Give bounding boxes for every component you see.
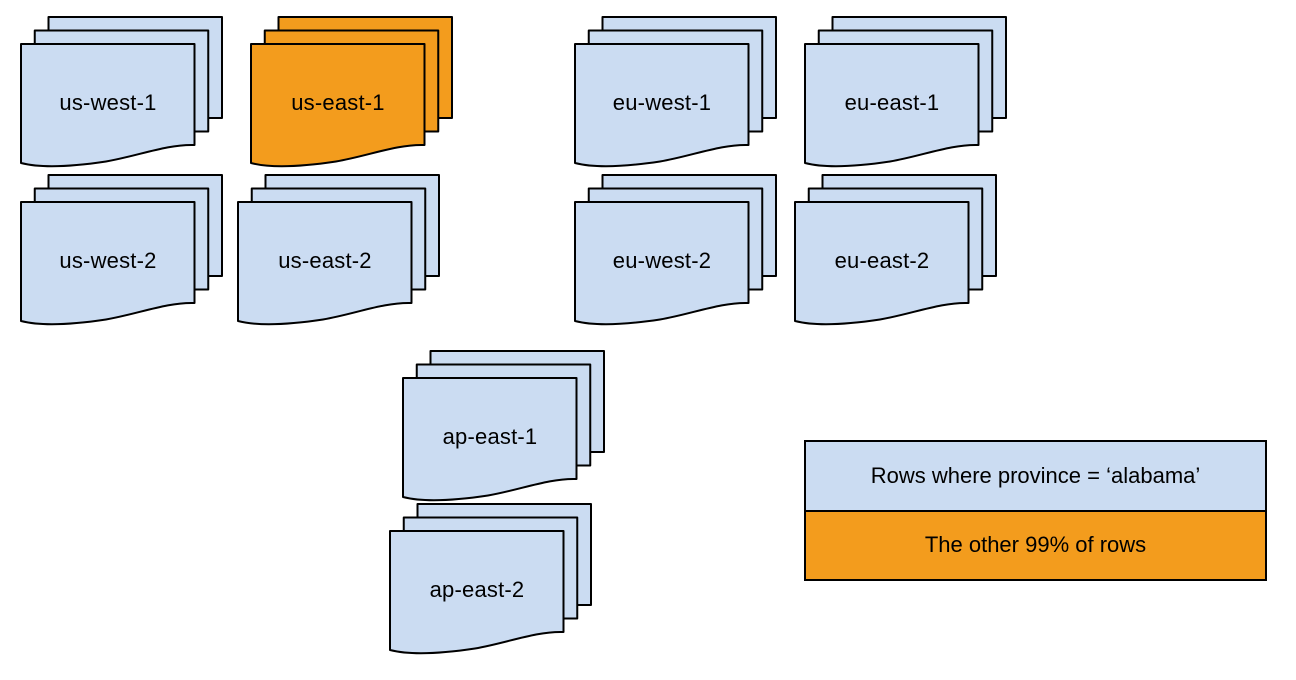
document-shape-front [574,201,750,326]
region-stack-us-west-2: us-west-2 [20,174,223,327]
region-stack-us-east-1: us-east-1 [250,16,453,169]
document-shape-front [237,201,413,326]
legend-row-label: The other 99% of rows [924,532,1147,558]
region-stack-eu-west-2: eu-west-2 [574,174,777,327]
stacked-documents-shape [574,174,777,326]
legend-row-label: Rows where province = ‘alabama’ [870,462,1201,488]
stacked-documents-shape [402,350,605,502]
document-shape-front [250,43,426,168]
stacked-documents-shape [804,16,1007,168]
region-label: eu-west-1 [612,90,712,115]
stacked-documents-shape [574,16,777,168]
document-shape-front [804,43,980,168]
region-label: us-west-1 [59,90,157,115]
region-label: us-east-2 [278,248,372,273]
region-label: eu-east-2 [834,248,930,273]
document-shape-front [794,201,970,326]
stacked-documents-shape [794,174,997,326]
region-label: eu-east-1 [844,90,940,115]
region-stack-ap-east-1: ap-east-1 [402,350,605,503]
document-shape-front [389,530,565,655]
stacked-documents-shape [20,174,223,326]
legend-row-other: The other 99% of rows [806,509,1265,579]
stacked-documents-shape [20,16,223,168]
document-shape-front [402,377,578,502]
stacked-documents-shape [250,16,453,168]
region-stack-ap-east-2: ap-east-2 [389,503,592,656]
region-label: ap-east-1 [442,424,538,449]
region-label: us-west-2 [59,248,157,273]
legend-row-alabama: Rows where province = ‘alabama’ [806,442,1265,510]
region-label: us-east-1 [291,90,385,115]
region-stack-us-west-1: us-west-1 [20,16,223,169]
region-stack-us-east-2: us-east-2 [237,174,440,327]
region-stack-eu-east-2: eu-east-2 [794,174,997,327]
document-shape-front [574,43,750,168]
region-label: ap-east-2 [429,577,525,602]
document-shape-front [20,43,196,168]
stacked-documents-shape [389,503,592,655]
document-shape-front [20,201,196,326]
region-stack-eu-west-1: eu-west-1 [574,16,777,169]
region-label: eu-west-2 [612,248,712,273]
legend: Rows where province = ‘alabama’ The othe… [804,440,1267,581]
region-stack-eu-east-1: eu-east-1 [804,16,1007,169]
stacked-documents-shape [237,174,440,326]
